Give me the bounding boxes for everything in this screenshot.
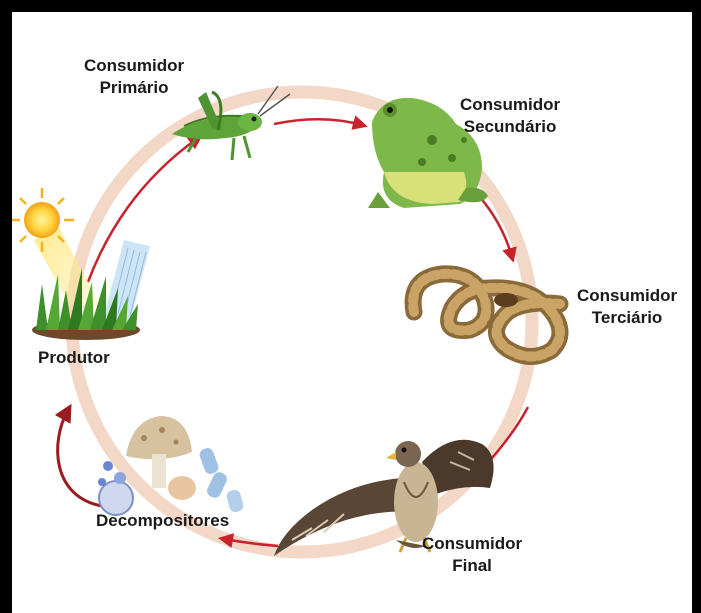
mushroom-icon xyxy=(98,416,244,516)
label-decomposers: Decompositores xyxy=(96,511,230,530)
frog-icon xyxy=(368,97,488,208)
arrow-final-to-decomposers xyxy=(218,533,279,548)
label-line: Final xyxy=(452,556,492,575)
grass-icon xyxy=(32,268,140,340)
snake-icon xyxy=(404,265,569,365)
label-line: Consumidor xyxy=(577,286,678,305)
label-line: Consumidor xyxy=(460,95,561,114)
label-tertiary-consumer: Consumidor Terciário xyxy=(577,285,677,329)
diagram-frame: Consumidor Primário Consumidor Secundári… xyxy=(12,12,692,613)
label-final-consumer: Consumidor Final xyxy=(422,533,522,577)
hawk-icon xyxy=(274,439,494,556)
label-line: Secundário xyxy=(463,117,557,136)
grasshopper-icon xyxy=(172,85,291,161)
arrow-primary-to-secondary xyxy=(273,115,368,130)
label-secondary-consumer: Consumidor Secundário xyxy=(460,94,560,138)
label-line: Primário xyxy=(99,78,169,97)
sun-icon xyxy=(12,188,102,310)
arrow-producer-to-primary xyxy=(86,134,203,283)
label-line: Consumidor xyxy=(84,56,185,75)
label-primary-consumer: Consumidor Primário xyxy=(84,55,184,99)
label-producer: Produtor xyxy=(38,348,110,367)
label-line: Terciário xyxy=(591,308,663,327)
arrow-decomposers-to-producer xyxy=(54,403,103,508)
food-cycle-diagram xyxy=(12,85,569,559)
label-line: Consumidor xyxy=(422,534,523,553)
